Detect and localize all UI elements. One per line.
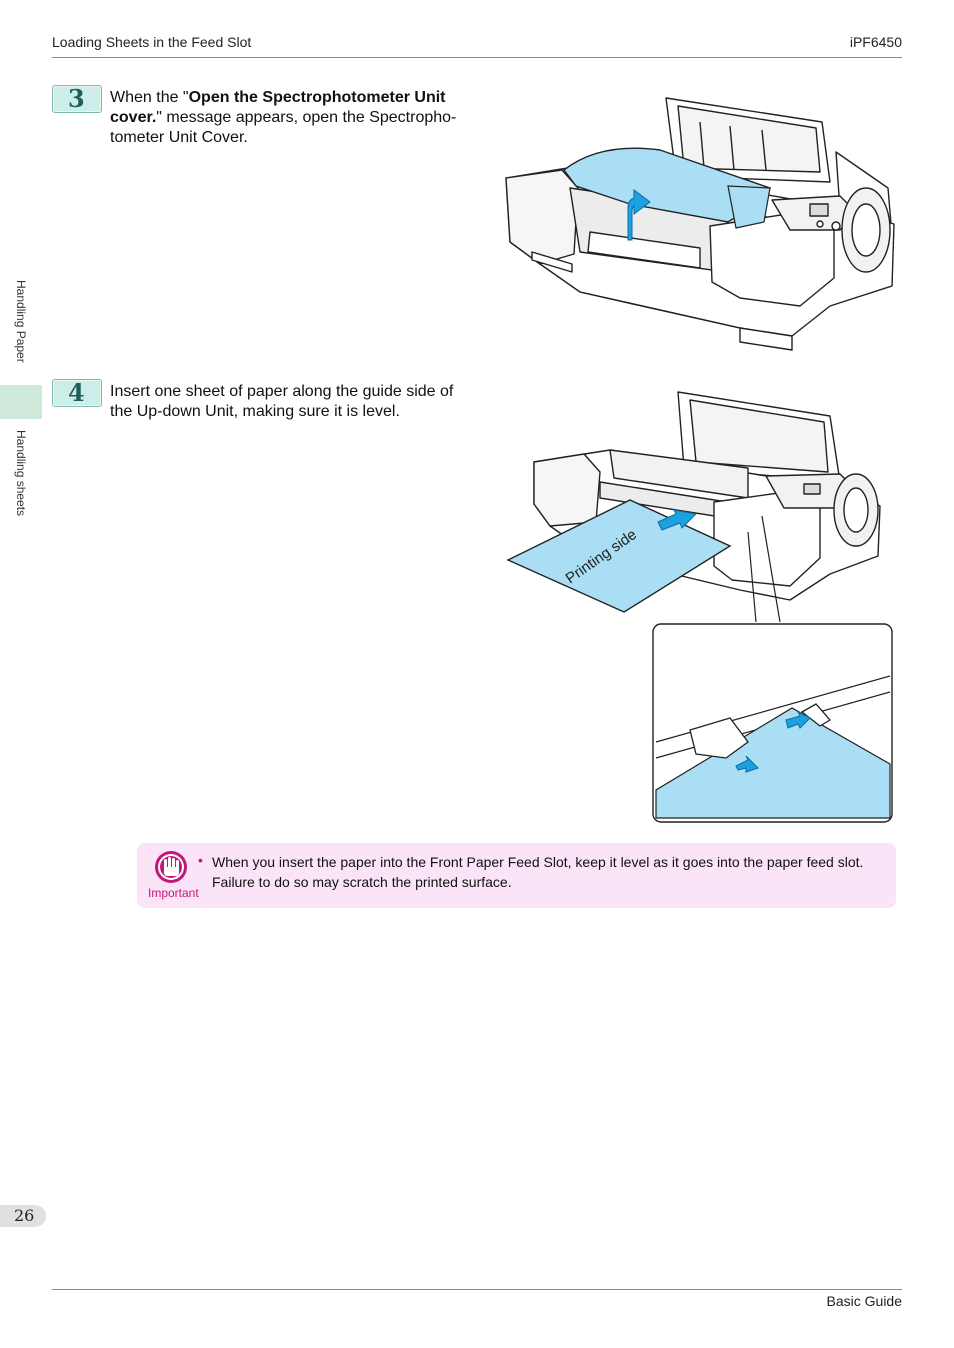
important-text: When you insert the paper into the Front… bbox=[212, 854, 864, 890]
header-model: iPF6450 bbox=[849, 34, 902, 50]
page-number-tab: 26 bbox=[0, 1205, 46, 1227]
step-4-badge: 4 bbox=[52, 378, 102, 407]
important-bullet: • bbox=[198, 852, 203, 868]
printer-paper-insert-illustration: Printing side bbox=[506, 391, 893, 823]
important-note bbox=[137, 843, 896, 908]
important-label: Important bbox=[148, 886, 199, 900]
step-3-badge: 3 bbox=[52, 84, 102, 113]
step-3-text-before: When the " bbox=[110, 89, 189, 106]
page-number: 26 bbox=[14, 1206, 35, 1225]
footer-rule bbox=[52, 1289, 902, 1290]
important-hand-icon bbox=[155, 851, 187, 883]
header-section-title: Loading Sheets in the Feed Slot bbox=[52, 34, 252, 50]
step-3-text-after: " message appears, open the Spectropho-t… bbox=[110, 109, 457, 146]
step-3-text: When the "Open the Spectrophotometer Uni… bbox=[110, 88, 480, 148]
step-4-number: 4 bbox=[68, 378, 85, 407]
header-rule bbox=[52, 57, 902, 58]
sidebar-active-tab bbox=[0, 385, 42, 419]
sidebar-section[interactable]: Handling sheets bbox=[14, 430, 28, 517]
sidebar-chapter[interactable]: Handling Paper bbox=[14, 280, 28, 363]
printer-cover-open-illustration bbox=[505, 97, 895, 351]
step-4-text: Insert one sheet of paper along the guid… bbox=[110, 383, 454, 420]
step-3-text-bold: Open the Spectrophotometer Unit cover. bbox=[110, 89, 446, 126]
step-3-number: 3 bbox=[68, 84, 85, 113]
footer-guide-name: Basic Guide bbox=[826, 1293, 902, 1309]
